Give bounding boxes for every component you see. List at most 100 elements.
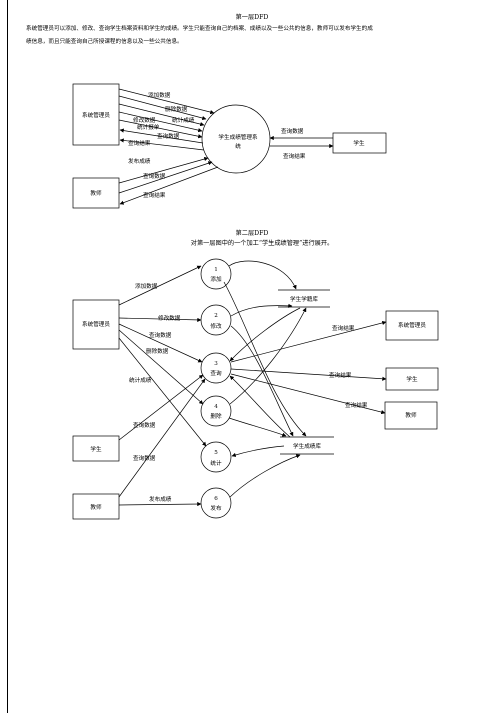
l2-process-6-number: 6 [214,496,218,502]
l1-process-label-line2: 统 [235,142,241,150]
l2-flow-student-query [118,374,204,441]
l2-flow-delete [118,329,204,405]
l2-flow-grades-query [229,375,291,438]
l2-teacher-right-label: 教师 [405,411,417,419]
l2-flow-add-label: 添加数据 [135,282,158,290]
l1-admin-label: 系统管理员 [82,111,110,119]
l2-flow-result-teacher [230,373,386,415]
l1-flow-publish [118,157,209,184]
l2-archive-store-label: 学生学籍库 [290,295,318,303]
l1-flow-query-label: 查询数据 [157,132,180,140]
l2-flow-stats [118,337,207,447]
l1-flow-delete-label: 删除数据 [165,105,188,113]
l2-process-4-circle [200,395,232,427]
l2-flow-delete-archive [229,307,307,405]
l1-flow-student-result-label: 查询结果 [283,152,306,160]
l1-flow-student-query-label: 查询数据 [281,127,304,135]
l2-student-entity-box [72,435,120,462]
l2-process-1-label: 添加 [210,275,222,283]
level1-description-line1: 系统管理员可以添加、修改、查询学生档案资料和学生的成绩。学生只能查询自己的档案、… [26,26,373,32]
l1-student-label: 学生 [353,139,365,147]
l2-flow-result-student [230,368,387,381]
l2-process-3-label: 查询 [210,369,222,377]
l1-flow-stats-label: 统计成绩 [172,116,195,124]
l1-flow-query [118,119,203,139]
l1-flow-add [118,88,215,115]
l2-process-2-number: 2 [214,313,218,319]
l2-flow-teacher-query-label: 查询数据 [133,454,156,462]
level1-description: 系统管理员可以添加、修改、查询学生档案资料和学生的成绩。学生只能查询自己的档案、… [26,23,486,49]
level1-title: 第一层DFD [235,14,269,21]
l2-flow-result-teacher-label: 查询结果 [345,401,368,409]
l1-flow-publish-label: 发布成绩 [128,157,151,165]
l2-grades-store-label: 学生成绩库 [293,442,321,450]
l2-flow-modify-grades [230,325,294,437]
l2-process-4-label: 删除 [210,412,222,420]
l2-flow-modify [118,317,202,323]
l2-process-2-label: 修改 [210,322,222,330]
l1-process-label-line1: 学生成绩管理系 [218,133,258,141]
l2-teacher-entity-box [72,493,120,520]
l2-flow-add-grades [223,281,307,437]
l2-admin-left-label: 系统管理员 [82,320,110,328]
l1-flow-stats [118,111,203,133]
l2-admin-entity-box [72,299,120,350]
l2-process-6-circle [200,487,232,519]
l1-flow-modify-label: 修改数据 [133,116,156,124]
l1-flow-teacher-query-label: 查询数据 [143,172,166,180]
l2-flow-query-label: 查询数据 [149,331,172,339]
l2-flow-teacher-query [118,378,206,498]
l2-flow-publish-label: 发布成绩 [149,495,172,503]
l1-flow-query-result-label: 查询结果 [128,139,151,147]
l1-flow-query-result [119,138,205,151]
l2-student-right-label: 学生 [406,375,418,383]
l2-flow-delete-label: 删除数据 [146,347,169,355]
level2-subtitle: 对第一层图中的一个加工“学生成绩管理”进行展开。 [190,240,334,247]
l2-process-2-circle [200,304,232,336]
l2-process-5-number: 5 [214,450,218,456]
l1-admin-entity-box [72,83,120,146]
l2-process-4-number: 4 [214,404,218,410]
l2-flow-publish-grades [229,454,301,498]
l2-process-3-circle [200,352,232,384]
l1-flow-modify [118,103,205,127]
l2-flow-result-admin [230,320,387,363]
l2-process-6-label: 发布 [210,504,222,512]
l2-flow-result-admin-label: 查询结果 [332,324,355,332]
l2-flow-grades-stats [231,445,285,457]
l2-flow-modify-label: 修改数据 [158,314,181,322]
l2-flow-result-student-label: 查询结果 [329,371,352,379]
l2-flow-add-archive [228,260,297,290]
l2-flow-add [118,265,202,306]
level1-description-line2: 绩信息，而且只能查询自己所授课程的信息以及一些公共信息。 [26,39,183,45]
l1-flow-teacher-result [119,166,219,205]
l2-flow-student-query-label: 查询数据 [133,421,156,429]
l2-flow-modify-archive [230,303,293,317]
l2-flow-query [118,323,203,363]
l2-process-1-circle [200,258,232,290]
page-left-border [7,0,8,713]
l2-admin-right-label: 系统管理员 [398,321,426,329]
l2-teacher-left-label: 教师 [90,503,102,511]
l2-process-5-label: 统计 [210,459,222,467]
l2-teacher-right-entity-box [384,401,438,430]
l1-flow-stats-report-label: 统计报单 [137,123,160,131]
l1-student-entity-box [332,132,387,154]
l2-flow-publish [118,501,202,507]
level2-title: 第二层DFD [235,230,269,237]
l2-process-3-number: 3 [214,361,218,367]
l2-flow-delete-grades [228,417,287,437]
l1-flow-delete [118,95,207,121]
l1-flow-teacher-result-label: 查询结果 [143,191,166,199]
l1-flow-teacher-query [118,161,213,194]
l2-flow-archive-query [229,307,301,362]
l2-admin-right-entity-box [385,310,439,341]
l1-flow-stats-report [119,128,204,144]
l1-teacher-label: 教师 [90,189,102,197]
l2-process-5-circle [200,441,232,473]
l2-flow-stats-label: 统计成绩 [129,376,152,384]
l1-flow-add-label: 添加数据 [148,91,171,99]
l2-student-left-label: 学生 [90,445,102,453]
l2-process-1-number: 1 [214,267,218,273]
